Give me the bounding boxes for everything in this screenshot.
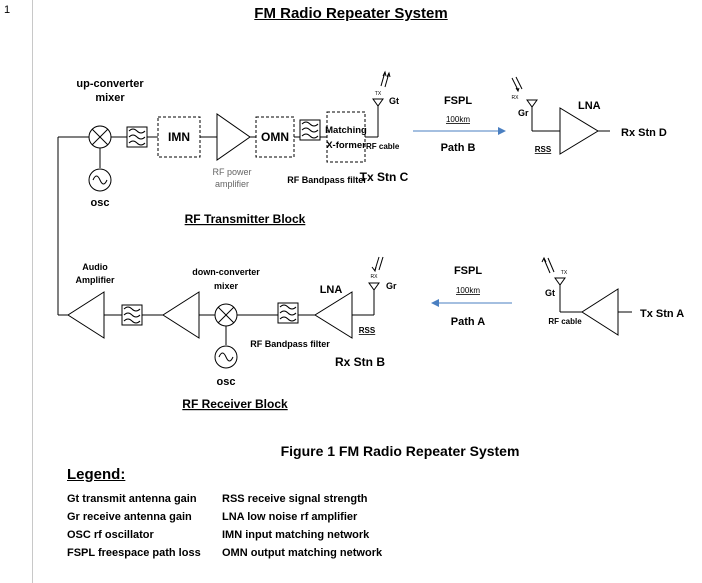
receiver-block: Audio Amplifier down-converter mixer <box>58 256 397 411</box>
legend-right-column: RSS receive signal strength LNA low nois… <box>222 490 382 562</box>
svg-text:RX: RX <box>371 274 379 280</box>
matching-transformer-block: Matching X-former <box>325 111 367 163</box>
lna-d-icon <box>559 107 599 155</box>
legend-item: Gt transmit antenna gain <box>67 493 197 505</box>
rx-bandpass-filter-icon <box>277 302 299 324</box>
rx-amplifier-icon <box>162 291 200 339</box>
omn-block: OMN <box>255 116 295 158</box>
svg-text:TX: TX <box>561 270 568 276</box>
svg-text:Tx Stn A: Tx Stn A <box>640 308 684 320</box>
rx-osc-label: osc <box>217 376 236 388</box>
audio-amp-label-1: Audio <box>82 262 108 272</box>
tx-antenna-c-icon <box>372 70 391 107</box>
path-a: FSPL 100km Path A <box>431 265 512 328</box>
lna-b-icon <box>314 291 353 339</box>
svg-text:X-former: X-former <box>326 140 366 151</box>
rx-rss-label: RSS <box>359 326 376 335</box>
page-number: 1 <box>4 4 11 16</box>
rx-block-label: RF Receiver Block <box>182 397 288 411</box>
svg-text:OMN: OMN <box>261 130 289 144</box>
svg-text:FSPL: FSPL <box>454 265 482 277</box>
imn-block: IMN <box>157 116 201 158</box>
svg-text:Path A: Path A <box>451 316 485 328</box>
tx-block-label: RF Transmitter Block <box>185 212 306 226</box>
svg-text:RX: RX <box>512 95 520 101</box>
tx-oscillator-icon <box>88 168 112 192</box>
legend-item: OSC rf oscillator <box>67 529 154 541</box>
page-title: FM Radio Repeater System <box>254 5 448 22</box>
svg-text:RSS: RSS <box>535 145 552 154</box>
svg-text:Gr: Gr <box>386 281 397 291</box>
path-b: FSPL 100km Path B <box>413 95 506 154</box>
svg-text:Rx Stn D: Rx Stn D <box>621 127 667 139</box>
tx-station-c-label: Tx Stn C <box>360 170 409 184</box>
down-converter-mixer-icon <box>214 303 238 327</box>
tx-filter-icon <box>126 126 148 148</box>
down-converter-label-2: mixer <box>214 281 239 291</box>
svg-text:100km: 100km <box>456 286 480 295</box>
rx-station-d: RX Gr LNA RSS Rx Stn D <box>511 76 667 155</box>
legend-item: LNA low noise rf amplifier <box>222 511 358 523</box>
legend-item: RSS receive signal strength <box>222 493 368 505</box>
legend-title: Legend: <box>67 466 126 483</box>
svg-text:LNA: LNA <box>578 100 601 112</box>
lna-b-label: LNA <box>320 284 343 296</box>
tx-antenna-c-gain: Gt <box>389 96 399 106</box>
tx-antenna-c-tag: TX <box>375 91 382 97</box>
rf-power-amplifier-icon <box>216 113 251 161</box>
tx-antenna-a-icon <box>541 256 566 286</box>
pa-label-2: amplifier <box>215 179 249 189</box>
audio-amplifier-icon <box>67 291 105 339</box>
margin-rule <box>32 0 33 583</box>
up-converter-label-1: up-converter <box>76 78 144 90</box>
svg-text:RF cable: RF cable <box>548 317 582 326</box>
svg-text:Matching: Matching <box>325 125 367 136</box>
up-converter-label-2: mixer <box>95 92 125 104</box>
tx-cable-label: RF cable <box>366 142 400 151</box>
tx-amplifier-a-icon <box>581 288 619 336</box>
legend-item: Gr receive antenna gain <box>67 511 192 523</box>
rx-filter-label: RF Bandpass filter <box>250 339 330 349</box>
svg-text:FSPL: FSPL <box>444 95 472 107</box>
legend-left-column: Gt transmit antenna gain Gr receive ante… <box>67 490 201 562</box>
svg-text:IMN: IMN <box>168 130 190 144</box>
audio-amp-label-2: Amplifier <box>75 275 115 285</box>
up-converter-mixer-icon <box>88 125 112 149</box>
pa-label-1: RF power <box>212 167 251 177</box>
svg-text:Gr: Gr <box>518 108 529 118</box>
tx-bandpass-filter-icon <box>299 119 321 141</box>
tx-osc-label: osc <box>91 197 110 209</box>
rx-antenna-b-icon <box>368 256 384 291</box>
figure-caption: Figure 1 FM Radio Repeater System <box>281 443 520 459</box>
rx-antenna-d-icon <box>511 76 538 108</box>
rx-oscillator-icon <box>214 345 238 369</box>
tx-station-a: TX Gt RF cable Tx Stn A <box>541 256 684 336</box>
svg-text:100km: 100km <box>446 115 470 124</box>
legend-item: FSPL freespace path loss <box>67 547 201 559</box>
rx-filter-1-icon <box>121 304 143 326</box>
legend-item: IMN input matching network <box>222 529 370 541</box>
rx-station-b-label: Rx Stn B <box>335 355 385 369</box>
transmitter-block: up-converter mixer osc IMN <box>57 70 409 315</box>
down-converter-label-1: down-converter <box>192 267 260 277</box>
svg-text:Gt: Gt <box>545 288 555 298</box>
svg-text:Path B: Path B <box>441 142 476 154</box>
legend-item: OMN output matching network <box>222 547 383 559</box>
tx-filter-label: RF Bandpass filter <box>287 175 367 185</box>
